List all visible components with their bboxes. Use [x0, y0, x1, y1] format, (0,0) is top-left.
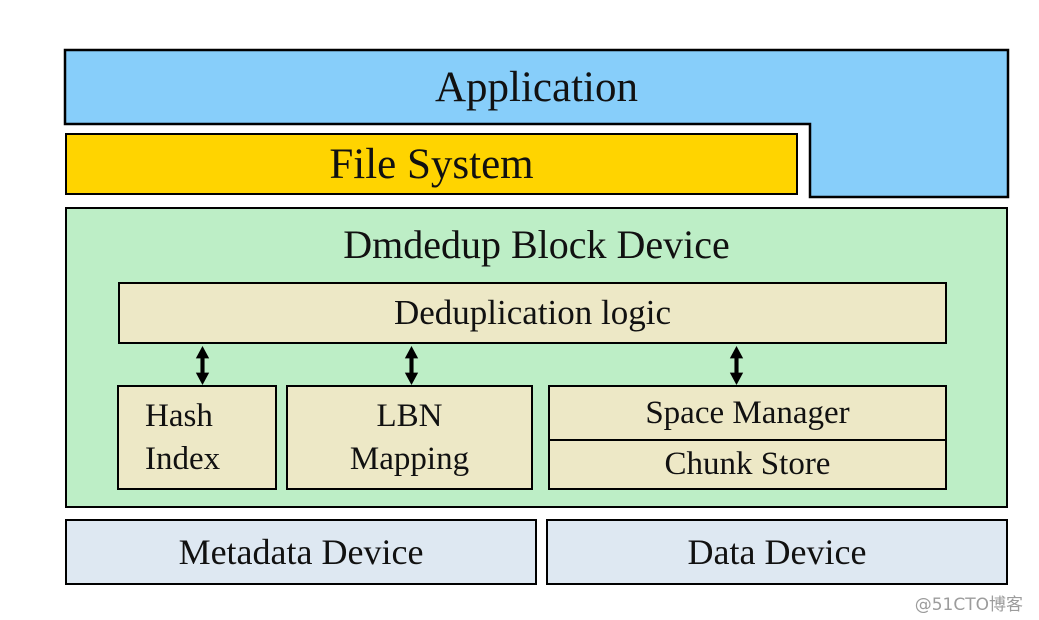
space-manager-row: Space Manager [550, 387, 945, 441]
hash-index-label: Hash Index [145, 397, 221, 477]
application-label-text: Application [434, 64, 638, 111]
file-system-label: File System [329, 140, 534, 188]
chunk-store-row: Chunk Store [550, 441, 945, 488]
data-device-box: Data Device [546, 519, 1008, 585]
file-system-box: File System [65, 133, 798, 195]
space-manager-chunk-store-box: Space Manager Chunk Store [548, 385, 947, 490]
dmdedup-block-device-title-text: Dmdedup Block Device [343, 221, 730, 267]
data-device-label: Data Device [687, 532, 867, 572]
dmdedup-block-device-title: Dmdedup Block Device [65, 218, 1008, 270]
metadata-device-box: Metadata Device [65, 519, 537, 585]
double-arrow-dedup-hash-index [195, 346, 210, 385]
deduplication-logic-label: Deduplication logic [393, 293, 671, 332]
lbn-mapping-box: LBN Mapping [286, 385, 533, 490]
space-manager-label: Space Manager [645, 394, 850, 431]
double-arrow-dedup-space-manager [729, 346, 744, 385]
deduplication-logic-box: Deduplication logic [118, 282, 947, 344]
application-label: Application [65, 50, 1008, 125]
51cto-watermark: @51CTO博客 [914, 595, 1023, 615]
hash-index-box: Hash Index [117, 385, 277, 490]
double-arrow-dedup-lbn-mapping [404, 346, 419, 385]
chunk-store-label: Chunk Store [664, 446, 831, 482]
metadata-device-label: Metadata Device [178, 532, 424, 572]
lbn-mapping-label: LBN Mapping [349, 397, 470, 477]
